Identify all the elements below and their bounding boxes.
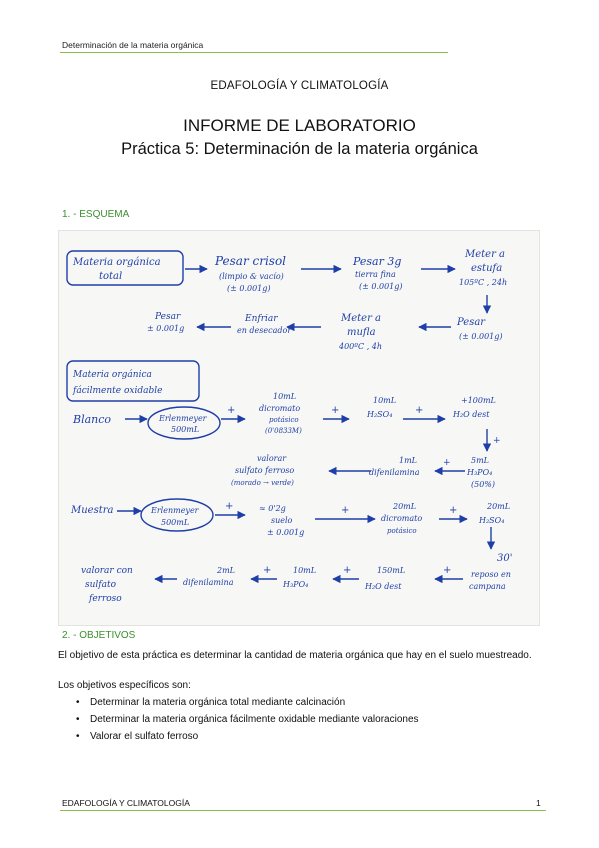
plus-4: + xyxy=(493,436,501,446)
list-item: Determinar la materia orgánica total med… xyxy=(76,694,419,711)
section-heading-esquema: 1. - ESQUEMA xyxy=(62,209,130,220)
sketch-pesar-3g-2: tierra fina xyxy=(355,270,396,279)
sketch-h3po4-1-3: (50%) xyxy=(471,480,495,489)
sketch-blanco: Blanco xyxy=(72,413,111,426)
plus-2: + xyxy=(331,405,339,416)
sketch-suelo-2: suelo xyxy=(271,516,293,525)
sketch-pesar-r-1: Pesar xyxy=(456,317,486,328)
sketch-suelo-3: ± 0.001g xyxy=(267,528,304,537)
sketch-estufa-3: 105ºC , 24h xyxy=(459,278,507,287)
sketch-erlen1-1: Erlenmeyer xyxy=(158,414,208,423)
sketch-mufla-1: Meter a xyxy=(340,313,381,324)
page-number: 1 xyxy=(536,798,541,808)
objective-paragraph: El objetivo de esta práctica es determin… xyxy=(58,650,532,661)
section-heading-objetivos: 2. - OBJETIVOS xyxy=(62,630,136,641)
page-header: Determinación de la materia orgánica xyxy=(62,40,204,50)
sketch-pesar-3g-3: (± 0.001g) xyxy=(359,282,403,291)
sketch-difen1-2: difenilamina xyxy=(369,468,420,477)
sketch-enfriar-1: Enfriar xyxy=(244,314,278,324)
sketch-valorar2-2: sulfato xyxy=(85,580,117,590)
header-rule xyxy=(60,52,448,53)
plus-7: + xyxy=(341,505,349,516)
plus-1: + xyxy=(227,405,235,416)
sketch-total-1: Materia orgánica xyxy=(72,257,161,268)
sketch-agua2-2: H₂O dest xyxy=(364,582,402,591)
sketch-muestra: Muestra xyxy=(70,505,114,516)
sketch-dicromato1-3: potásico xyxy=(269,416,299,424)
objectives-list: Determinar la materia orgánica total med… xyxy=(76,694,419,745)
list-item: Valorar el sulfato ferroso xyxy=(76,728,419,745)
specific-objectives-intro: Los objetivos específicos son: xyxy=(58,680,191,691)
sketch-h2so4-1-1: 10mL xyxy=(373,396,396,405)
sketch-h3po4-1-2: H₃PO₄ xyxy=(466,468,492,477)
sketch-difen1-1: 1mL xyxy=(399,456,417,465)
sketch-h3po4-2-2: H₃PO₄ xyxy=(282,580,308,589)
sketch-agua2-1: 150mL xyxy=(377,566,405,575)
sketch-pesar-r-2: (± 0.001g) xyxy=(459,332,503,341)
sketch-total-2: total xyxy=(99,271,122,282)
sketch-erlen2-2: 500mL xyxy=(161,518,189,527)
sketch-estufa-2: estufa xyxy=(471,263,502,274)
sketch-dicromato1-1: 10mL xyxy=(273,392,296,401)
plus-3: + xyxy=(415,405,423,416)
box-materia-oxidable xyxy=(66,360,200,402)
plus-9: + xyxy=(443,565,451,576)
sketch-reposo-3: campana xyxy=(469,582,506,591)
sketch-pesar-crisol-1: Pesar crisol xyxy=(214,254,286,268)
sketch-difen2-2: difenilamina xyxy=(183,578,234,587)
handwritten-scheme-photo: Materia orgánica total Pesar crisol (lim… xyxy=(58,230,540,626)
sketch-dicromato1-4: (0'0833M) xyxy=(265,427,302,435)
scheme-sketch: Materia orgánica total Pesar crisol (lim… xyxy=(66,249,512,604)
sketch-mufla-2: mufla xyxy=(347,327,376,338)
sketch-valorar2-1: valorar con xyxy=(81,566,133,576)
sketch-dicromato1-2: dicromato xyxy=(259,404,300,413)
sketch-pesar-l-2: ± 0.001g xyxy=(147,324,184,333)
sketch-valorar1-2: sulfato ferroso xyxy=(235,466,294,475)
page-footer: EDAFOLOGÍA Y CLIMATOLOGÍA xyxy=(62,798,190,808)
sketch-pesar-crisol-2: (limpio & vacío) xyxy=(219,272,284,281)
sketch-suelo-1: ≈ 0'2g xyxy=(259,504,286,513)
sketch-enfriar-2: en desecador xyxy=(237,326,292,335)
sketch-h2so4-2-2: H₂SO₄ xyxy=(478,516,504,525)
plus-8: + xyxy=(449,505,457,516)
sketch-h3po4-2-1: 10mL xyxy=(293,566,316,575)
sketch-pesar-crisol-3: (± 0.001g) xyxy=(227,284,271,293)
sketch-mufla-3: 400ºC , 4h xyxy=(338,342,382,351)
sketch-oxidable-1: Materia orgánica xyxy=(72,369,152,380)
sketch-valorar2-3: ferroso xyxy=(88,594,122,604)
footer-rule xyxy=(60,810,546,811)
practice-title: Práctica 5: Determinación de la materia … xyxy=(121,140,478,158)
sketch-h2so4-2-1: 20mL xyxy=(486,502,510,511)
sketch-reposo-1: 30' xyxy=(497,553,512,564)
plus-5: + xyxy=(443,458,451,468)
sketch-dicromato2-3: potásico xyxy=(387,527,417,535)
sketch-valorar1-1: valorar xyxy=(257,454,287,463)
list-item: Determinar la materia orgánica fácilment… xyxy=(76,711,419,728)
plus-10: + xyxy=(343,565,351,576)
sketch-oxidable-2: fácilmente oxidable xyxy=(72,385,162,396)
plus-6: + xyxy=(225,501,233,512)
sketch-erlen1-2: 500mL xyxy=(171,425,199,434)
report-title: INFORME DE LABORATORIO xyxy=(183,116,416,135)
plus-11: + xyxy=(263,565,271,576)
sketch-h3po4-1-1: 5mL xyxy=(471,456,489,465)
sketch-pesar-3g-1: Pesar 3g xyxy=(352,255,401,268)
sketch-h2so4-1-2: H₂SO₄ xyxy=(366,410,392,419)
subject-title: EDAFOLOGÍA Y CLIMATOLOGÍA xyxy=(210,80,389,92)
sketch-valorar1-3: (morado → verde) xyxy=(231,479,294,487)
sketch-dicromato2-2: dicromato xyxy=(381,514,422,523)
sketch-agua1-1: +100mL xyxy=(461,396,496,405)
sketch-erlen2-1: Erlenmeyer xyxy=(150,506,200,515)
sketch-difen2-1: 2mL xyxy=(216,566,235,575)
box-materia-total xyxy=(66,250,184,286)
sketch-estufa-1: Meter a xyxy=(464,249,505,260)
sketch-agua1-2: H₂O dest xyxy=(452,410,490,419)
sketch-dicromato2-1: 20mL xyxy=(392,502,416,511)
oval-erlenmeyer-1 xyxy=(147,406,221,440)
sketch-pesar-l-1: Pesar xyxy=(154,312,181,322)
sketch-reposo-2: reposo en xyxy=(471,570,511,579)
